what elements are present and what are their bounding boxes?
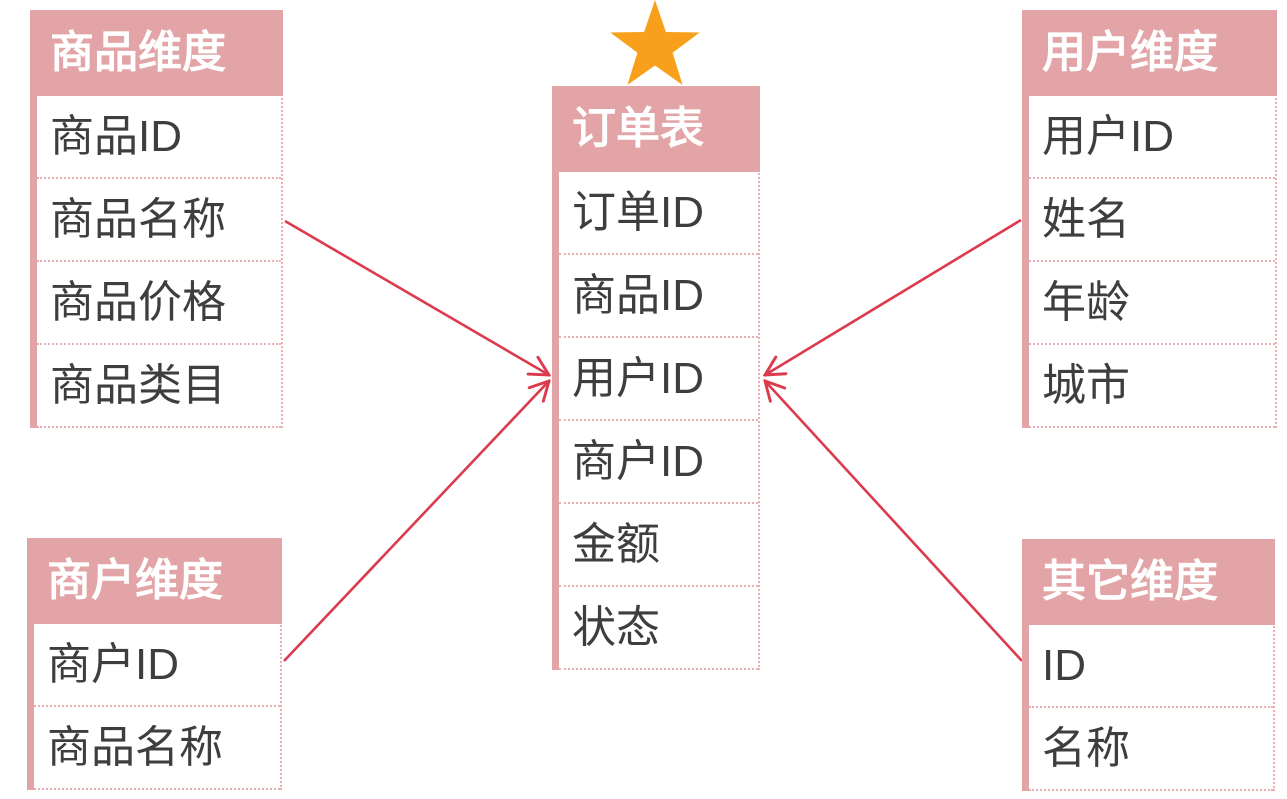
table-field: 商品ID (37, 96, 281, 179)
dimension-table-user: 用户维度 用户ID 姓名 年龄 城市 (1022, 10, 1277, 428)
table-field: ID (1029, 625, 1273, 708)
table-header: 订单表 (552, 86, 760, 172)
table-field: 商品类目 (37, 345, 281, 428)
table-header: 用户维度 (1022, 10, 1277, 96)
arrow-merchant-to-orders (283, 381, 549, 662)
star-icon (610, 0, 700, 85)
arrow-product-to-orders (284, 219, 549, 375)
table-field: 商户ID (34, 624, 280, 707)
table-field: 商品ID (559, 255, 758, 338)
dimension-table-merchant: 商户维度 商户ID 商品名称 (27, 538, 282, 790)
table-field: 商品价格 (37, 262, 281, 345)
table-field: 商户ID (559, 421, 758, 504)
table-field: 名称 (1029, 708, 1273, 791)
table-field: 用户ID (1029, 96, 1275, 179)
dimension-table-product: 商品维度 商品ID 商品名称 商品价格 商品类目 (30, 10, 283, 428)
dimension-table-other: 其它维度 ID 名称 (1022, 539, 1275, 791)
table-field: 金额 (559, 504, 758, 587)
table-field: 城市 (1029, 345, 1275, 428)
table-field: 姓名 (1029, 179, 1275, 262)
table-header: 商品维度 (30, 10, 283, 96)
table-header: 其它维度 (1022, 539, 1275, 625)
arrow-other-to-orders (765, 381, 1023, 662)
table-field: 商品名称 (37, 179, 281, 262)
table-field: 状态 (559, 587, 758, 670)
table-field: 订单ID (559, 172, 758, 255)
fact-table-orders: 订单表 订单ID 商品ID 用户ID 商户ID 金额 状态 (552, 86, 760, 670)
table-field: 商品名称 (34, 707, 280, 790)
table-header: 商户维度 (27, 538, 282, 624)
table-field: 用户ID (559, 338, 758, 421)
table-field: 年龄 (1029, 262, 1275, 345)
arrow-user-to-orders (765, 218, 1022, 375)
